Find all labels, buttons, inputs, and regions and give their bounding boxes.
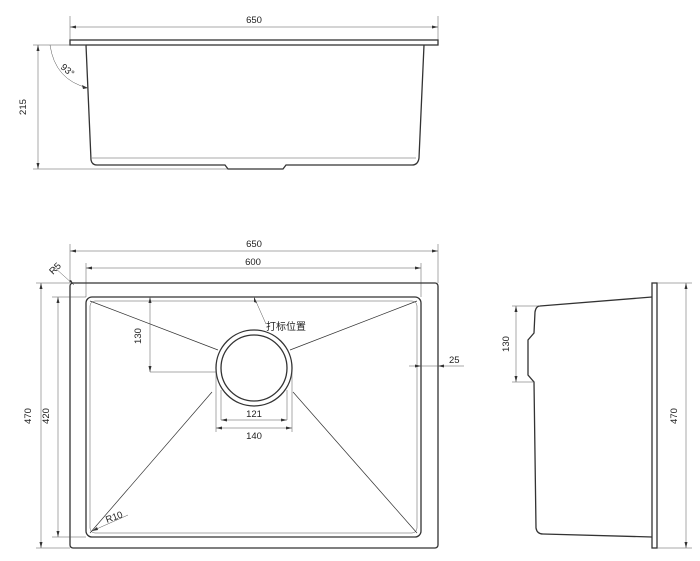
angle-arc bbox=[49, 44, 89, 89]
plan-outer-width-label: 650 bbox=[246, 239, 262, 250]
sink-outer-rim bbox=[69, 282, 439, 549]
side-rim bbox=[651, 282, 658, 549]
drain-outer-label: 140 bbox=[246, 431, 262, 442]
side-height-label: 470 bbox=[669, 408, 680, 424]
bowl-profile bbox=[85, 44, 425, 170]
front-elevation-view: 650 215 93° bbox=[18, 15, 439, 170]
plan-inner-width-label: 600 bbox=[245, 257, 261, 268]
top-height-label: 215 bbox=[18, 99, 29, 115]
plan-inner-height-label: 420 bbox=[41, 408, 52, 424]
plan-outer-height-label: 470 bbox=[23, 408, 34, 424]
plan-view: 650 600 R5 130 打标位置 bbox=[23, 239, 464, 549]
drain-outer-circle bbox=[215, 329, 293, 407]
tap-hole-note: 打标位置 bbox=[266, 320, 306, 333]
side-drain-offset-label: 130 bbox=[501, 336, 512, 352]
drain-inner-label: 121 bbox=[246, 409, 262, 420]
bowl-inner-outline bbox=[85, 296, 422, 538]
fold-line-bottom-right bbox=[292, 391, 418, 534]
fold-line-bottom-left bbox=[89, 391, 213, 534]
sink-rim bbox=[69, 39, 439, 46]
fold-line-top-right bbox=[289, 300, 418, 351]
fold-line-top-left bbox=[89, 300, 219, 351]
corner-radius-label: R5 bbox=[47, 261, 63, 277]
side-view: 130 470 bbox=[501, 282, 692, 549]
side-bowl-profile bbox=[527, 296, 653, 538]
plan-drain-offset-label: 130 bbox=[133, 328, 144, 344]
angle-label: 93° bbox=[58, 62, 76, 80]
drain-inner-circle bbox=[220, 334, 288, 402]
rim-width-label: 25 bbox=[449, 355, 460, 366]
bottom-radius-label: R10 bbox=[104, 510, 124, 526]
bottom-radius-leader bbox=[91, 514, 129, 532]
top-width-label: 650 bbox=[246, 15, 262, 26]
